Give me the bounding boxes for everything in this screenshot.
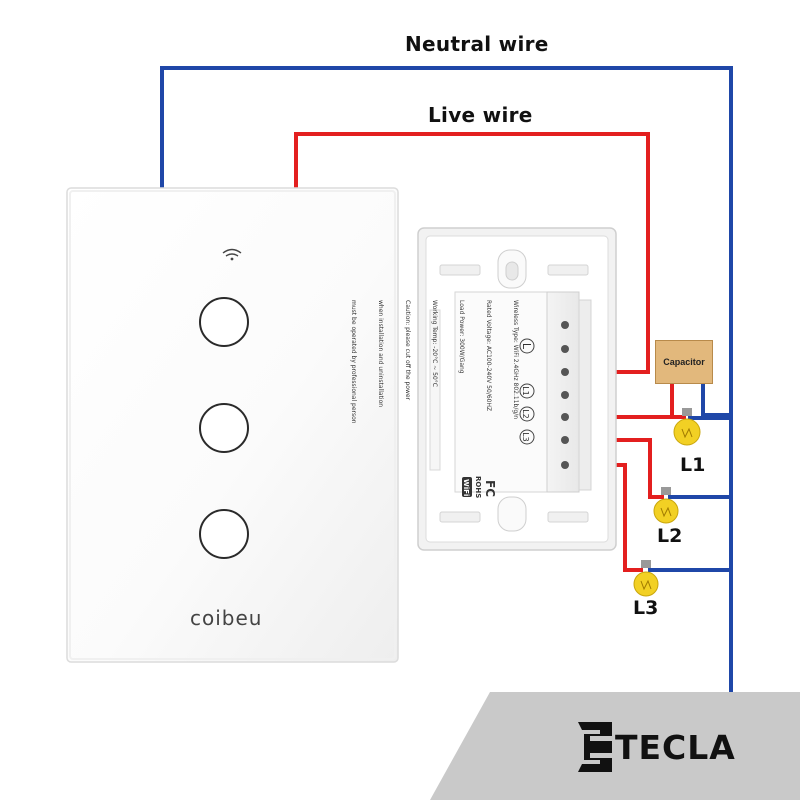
- capacitor: Capacitor: [655, 340, 713, 384]
- module-spec-text: Wireless Type: WiFi 2.4GHz 802.11b/g/n R…: [350, 300, 538, 490]
- wifi-mark: WiFi: [462, 479, 470, 496]
- neutral-wire-label: Neutral wire: [405, 32, 549, 56]
- live-wire: [294, 132, 650, 374]
- lamp-label-l2: L2: [657, 525, 683, 547]
- rohs-mark: ROHS: [474, 476, 482, 498]
- bulb-l1-icon: [673, 408, 701, 446]
- live-wire-label: Live wire: [428, 103, 533, 127]
- touch-button-3: [199, 509, 249, 559]
- fc-mark: FC: [483, 480, 497, 497]
- lamp-label-l1: L1: [680, 454, 706, 476]
- bulb-l3-icon: [633, 560, 659, 597]
- spec-line: Load Power: 300W/Gang: [458, 300, 465, 374]
- bulb-l2-icon: [653, 487, 679, 524]
- terminal-label-l3: L3: [521, 432, 530, 442]
- touch-button-2: [199, 403, 249, 453]
- footer-band: [430, 692, 800, 800]
- terminal-label-l1: L1: [521, 386, 530, 396]
- capacitor-label: Capacitor: [663, 357, 705, 367]
- lamp-label-l3: L3: [633, 597, 659, 619]
- spec-line: Working Temp: -20°C ~ 50°C: [431, 300, 438, 387]
- spec-line: Caution: please cut off the power: [404, 300, 411, 401]
- terminal-label-l: L: [520, 343, 533, 350]
- neutral-wire: [160, 66, 733, 692]
- spec-line: Rated Voltage: AC100-240V 50/60HZ: [485, 300, 492, 412]
- spec-line: must be operated by professional person: [350, 300, 357, 424]
- switch-panel-edge: [69, 190, 396, 660]
- tecla-logo-icon: [578, 722, 612, 772]
- touch-button-1: [199, 297, 249, 347]
- terminal-label-l2: L2: [521, 409, 530, 419]
- spec-line: Wireless Type: WiFi 2.4GHz 802.11b/g/n: [512, 300, 519, 419]
- neutral-branch-capacitor: [701, 384, 731, 417]
- brand-logo: coibeu: [190, 606, 263, 630]
- spec-line: when installation and uninstallation: [377, 300, 384, 408]
- tecla-logo-text: TECLA: [615, 728, 736, 767]
- switch-module: L L1 L2 L3 FC ROHS WiFi: [417, 227, 617, 551]
- wifi-icon: [222, 248, 242, 261]
